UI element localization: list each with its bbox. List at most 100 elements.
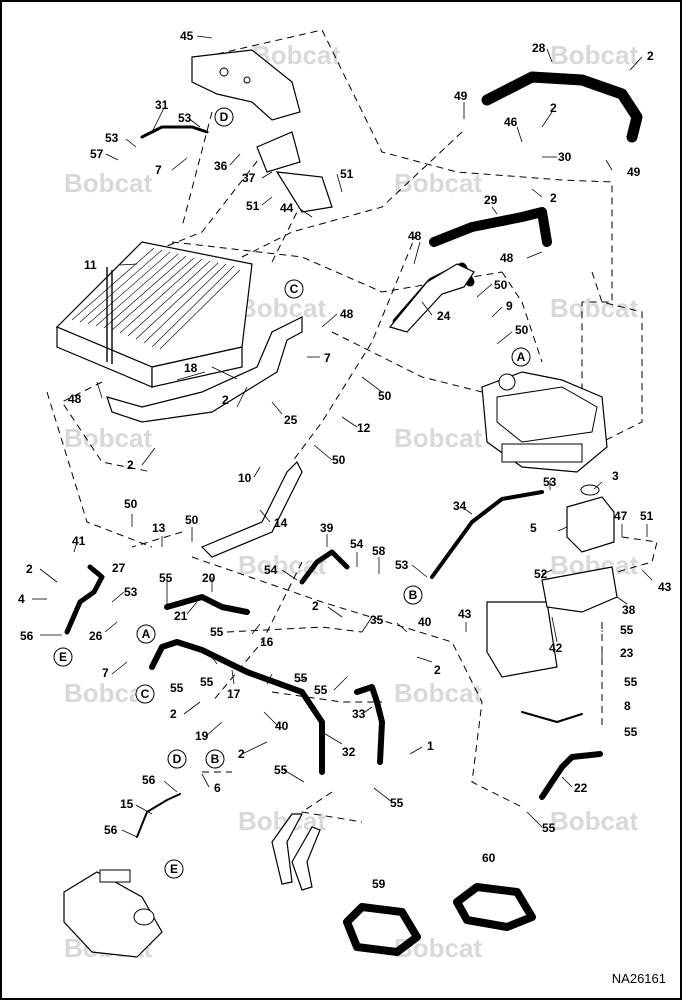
callout-54: 54	[350, 537, 364, 551]
callout-20: 20	[202, 571, 216, 585]
callout-48: 48	[68, 392, 82, 406]
callout-9: 9	[506, 299, 513, 313]
callout-53: 53	[124, 585, 138, 599]
ref-c: C	[141, 687, 150, 701]
callout-55: 55	[624, 675, 638, 689]
callout-55: 55	[294, 671, 308, 685]
hose-ends	[271, 813, 321, 891]
air-cleaner	[63, 869, 163, 958]
watermark: Bobcat	[64, 423, 152, 453]
callout-37: 37	[242, 171, 256, 185]
callout-35: 35	[370, 613, 384, 627]
ref-b: B	[211, 752, 220, 766]
callout-46: 46	[504, 115, 518, 129]
callout-55: 55	[210, 625, 224, 639]
callout-53: 53	[105, 131, 119, 145]
callout-45: 45	[180, 29, 194, 43]
callout-55: 55	[274, 763, 288, 777]
callout-55: 55	[170, 681, 184, 695]
callout-25: 25	[284, 413, 298, 427]
callout-53: 53	[395, 558, 409, 572]
watermark: Bobcat	[550, 293, 638, 323]
callout-55: 55	[542, 821, 556, 835]
callout-2: 2	[550, 101, 557, 115]
watermark: Bobcat	[550, 40, 638, 70]
watermark: Bobcat	[394, 168, 482, 198]
reference-markers: D C A B A E C D B E	[53, 107, 531, 879]
callout-40: 40	[418, 615, 432, 629]
ref-d: D	[173, 752, 182, 766]
callout-5: 5	[530, 521, 537, 535]
callout-50: 50	[378, 389, 392, 403]
top-bracket	[191, 49, 333, 213]
callout-59: 59	[372, 877, 386, 891]
callout-55: 55	[159, 571, 173, 585]
callout-6: 6	[214, 781, 221, 795]
callout-55: 55	[390, 796, 404, 810]
watermark: Bobcat	[64, 168, 152, 198]
callout-54: 54	[264, 563, 278, 577]
callout-43: 43	[658, 580, 672, 594]
callout-48: 48	[408, 229, 422, 243]
callout-31: 31	[155, 98, 169, 112]
callout-53: 53	[543, 475, 557, 489]
callout-12: 12	[357, 421, 371, 435]
callout-2: 2	[127, 458, 134, 472]
callout-55: 55	[314, 683, 328, 697]
callout-13: 13	[152, 521, 166, 535]
cooler-assembly	[55, 241, 253, 388]
callout-50: 50	[515, 323, 529, 337]
callout-58: 58	[372, 544, 386, 558]
callout-51: 51	[340, 167, 354, 181]
callout-2: 2	[222, 393, 229, 407]
callout-34: 34	[453, 499, 467, 513]
callout-2: 2	[170, 707, 177, 721]
callout-39: 39	[320, 521, 334, 535]
callout-18: 18	[184, 361, 198, 375]
ref-d: D	[220, 110, 229, 124]
callout-2: 2	[238, 747, 245, 761]
callout-55: 55	[624, 725, 638, 739]
hoses	[64, 71, 643, 956]
ref-e: E	[170, 862, 178, 876]
callout-26: 26	[89, 629, 103, 643]
callout-28: 28	[532, 41, 546, 55]
callout-51: 51	[246, 199, 260, 213]
ref-c: C	[290, 282, 299, 296]
callout-55: 55	[200, 675, 214, 689]
callout-2: 2	[550, 191, 557, 205]
mount-plate	[486, 566, 618, 678]
callout-47: 47	[614, 509, 628, 523]
callout-44: 44	[280, 201, 294, 215]
callout-11: 11	[84, 258, 97, 272]
diagram-code: NA26161	[611, 971, 666, 986]
ref-b: B	[409, 588, 418, 602]
ref-a: A	[142, 627, 151, 641]
ref-a: A	[517, 350, 526, 364]
callout-36: 36	[214, 159, 228, 173]
callout-7: 7	[155, 163, 162, 177]
watermark: Bobcat	[394, 678, 482, 708]
callout-50: 50	[124, 497, 138, 511]
watermark: Bobcat	[394, 423, 482, 453]
callout-42: 42	[549, 641, 563, 655]
callout-29: 29	[484, 193, 498, 207]
callout-2: 2	[647, 49, 654, 63]
callout-23: 23	[620, 646, 634, 660]
callout-40: 40	[275, 719, 289, 733]
callout-49: 49	[627, 165, 641, 179]
callout-labels: 45 28 2 49 2 46 30 49 2 29 31 53 53 57 7…	[18, 29, 672, 891]
assembly-lines	[46, 29, 658, 823]
callout-7: 7	[102, 666, 109, 680]
callout-50: 50	[185, 513, 199, 527]
callout-2: 2	[312, 599, 319, 613]
callout-41: 41	[72, 534, 86, 548]
callout-56: 56	[142, 773, 156, 787]
callout-56: 56	[20, 629, 34, 643]
callout-16: 16	[260, 635, 274, 649]
callout-15: 15	[120, 797, 134, 811]
callout-22: 22	[574, 781, 588, 795]
callout-52: 52	[534, 567, 548, 581]
